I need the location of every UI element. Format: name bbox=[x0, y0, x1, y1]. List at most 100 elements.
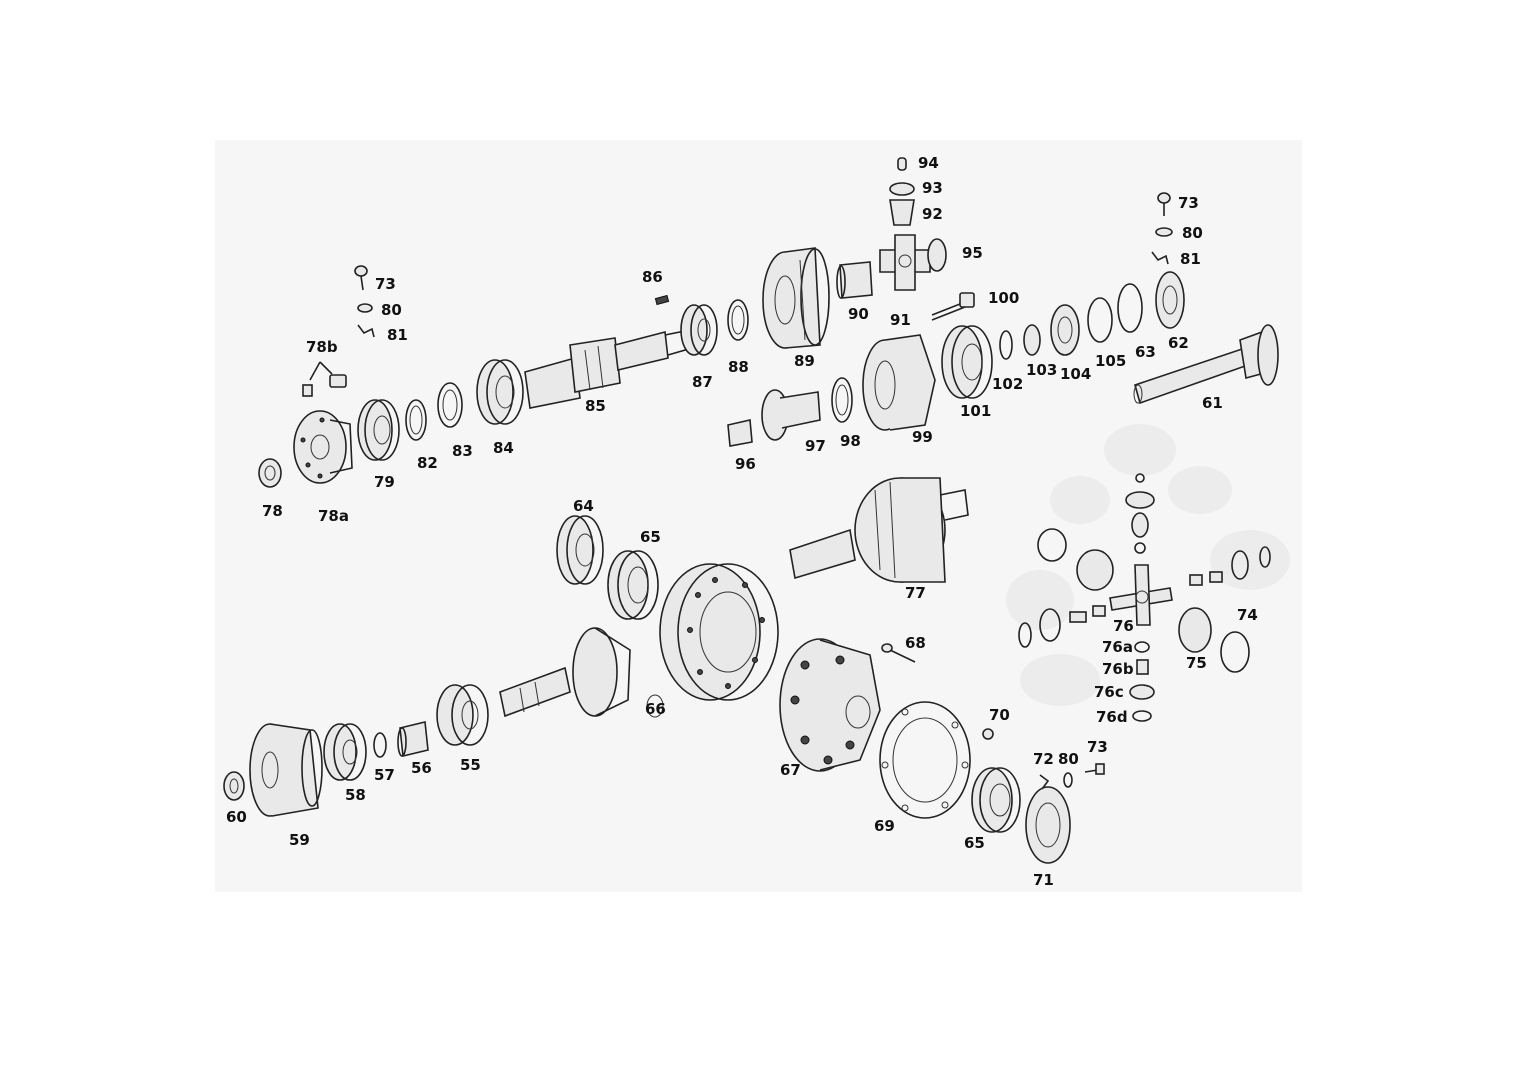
part-72-clip-icon bbox=[1039, 774, 1050, 790]
part-103-nut-icon bbox=[1023, 324, 1041, 356]
label-85: 85 bbox=[585, 397, 606, 415]
part-70-bolt-icon bbox=[982, 728, 994, 740]
part-60-nut-icon bbox=[223, 771, 245, 801]
part-86-pin-icon bbox=[654, 294, 670, 306]
part-57-ring-icon bbox=[373, 732, 387, 758]
spider-group-extra-parts bbox=[1018, 473, 1271, 648]
part-number-labels: 94 93 92 95 73 80 81 73 80 81 78b 86 90 … bbox=[226, 154, 1258, 889]
part-78-nut-icon bbox=[258, 458, 282, 488]
part-94-pin-icon bbox=[897, 157, 907, 171]
part-76a-washer-icon bbox=[1134, 641, 1150, 653]
label-96: 96 bbox=[735, 455, 756, 473]
label-69: 69 bbox=[874, 817, 895, 835]
part-67-diff-case-icon bbox=[779, 638, 881, 772]
part-73-bolt-icon bbox=[354, 265, 368, 291]
part-90-sleeve-icon bbox=[836, 261, 873, 299]
label-78b: 78b bbox=[306, 338, 338, 356]
label-63: 63 bbox=[1135, 343, 1156, 361]
label-57: 57 bbox=[374, 766, 395, 784]
label-55: 55 bbox=[460, 756, 481, 774]
label-89: 89 bbox=[794, 352, 815, 370]
part-88-ring-icon bbox=[727, 299, 749, 341]
part-83-ring-icon bbox=[437, 382, 463, 428]
label-92: 92 bbox=[922, 205, 943, 223]
part-58-bearing-icon bbox=[323, 723, 367, 781]
part-84-bearing-icon bbox=[476, 359, 524, 425]
label-59: 59 bbox=[289, 831, 310, 849]
part-74-ring-icon bbox=[1220, 631, 1250, 673]
label-71: 71 bbox=[1033, 871, 1054, 889]
part-75-gear-icon bbox=[1178, 607, 1212, 653]
part-pinion-shaft-icon bbox=[499, 627, 631, 718]
drawing-sheet bbox=[215, 140, 1302, 892]
part-55-bearing-icon bbox=[436, 684, 489, 746]
part-78b-bolt-icon bbox=[302, 361, 347, 397]
part-105-ring-icon bbox=[1087, 297, 1113, 343]
label-90: 90 bbox=[848, 305, 869, 323]
part-76c-gear-icon bbox=[1129, 684, 1155, 700]
part-76d-washer-icon bbox=[1132, 710, 1152, 722]
part-64-gear-icon bbox=[556, 515, 604, 585]
label-76: 76 bbox=[1113, 617, 1134, 635]
label-60: 60 bbox=[226, 808, 247, 826]
label-79: 79 bbox=[374, 473, 395, 491]
label-104: 104 bbox=[1060, 365, 1091, 383]
label-81-left: 81 bbox=[387, 326, 408, 344]
part-66-crown-wheel-icon bbox=[646, 563, 779, 718]
part-68-bolt-icon bbox=[881, 643, 916, 663]
part-91-spider-icon bbox=[879, 234, 931, 291]
part-71-seal-icon bbox=[1025, 786, 1071, 864]
label-76d: 76d bbox=[1096, 708, 1128, 726]
part-98-ring-icon bbox=[831, 377, 853, 423]
label-99: 99 bbox=[912, 428, 933, 446]
part-99-housing-icon bbox=[862, 334, 936, 431]
label-103: 103 bbox=[1026, 361, 1057, 379]
part-77-differential-icon bbox=[789, 477, 969, 583]
label-102: 102 bbox=[992, 375, 1023, 393]
part-69-plate-icon bbox=[879, 701, 971, 819]
part-101-bearing-icon bbox=[941, 325, 993, 399]
label-80-right: 80 bbox=[1182, 224, 1203, 242]
part-102-ring-icon bbox=[999, 330, 1013, 360]
label-81-right: 81 bbox=[1180, 250, 1201, 268]
part-63-ring-icon bbox=[1117, 283, 1143, 333]
label-84: 84 bbox=[493, 439, 514, 457]
label-68: 68 bbox=[905, 634, 926, 652]
part-92-pinion-icon bbox=[889, 199, 915, 226]
part-76-spider-icon bbox=[1109, 564, 1173, 626]
part-97-hub-icon bbox=[761, 389, 821, 441]
label-73-lower: 73 bbox=[1087, 738, 1108, 756]
label-65-upper: 65 bbox=[640, 528, 661, 546]
label-56: 56 bbox=[411, 759, 432, 777]
part-93-washer-icon bbox=[889, 182, 915, 196]
part-80-washer-lower-icon bbox=[1063, 772, 1073, 788]
part-100-bolt-icon bbox=[931, 292, 975, 321]
part-79-gear-icon bbox=[357, 399, 400, 461]
part-96-sleeve-icon bbox=[727, 419, 753, 447]
part-82-ring-icon bbox=[405, 399, 427, 441]
part-65-bearing-lower-icon bbox=[971, 767, 1021, 833]
part-56-sleeve-icon bbox=[397, 721, 429, 757]
part-65-bearing-icon bbox=[607, 550, 659, 620]
part-85-shaft-icon bbox=[524, 329, 693, 409]
label-80-lower: 80 bbox=[1058, 750, 1079, 768]
label-66: 66 bbox=[645, 700, 666, 718]
part-89-drum-icon bbox=[762, 247, 830, 349]
label-76c: 76c bbox=[1094, 683, 1124, 701]
label-74: 74 bbox=[1237, 606, 1258, 624]
label-65-lower: 65 bbox=[964, 834, 985, 852]
label-100: 100 bbox=[988, 289, 1019, 307]
label-87: 87 bbox=[692, 373, 713, 391]
label-83: 83 bbox=[452, 442, 473, 460]
label-77: 77 bbox=[905, 584, 926, 602]
part-95-gear-icon bbox=[927, 238, 947, 272]
label-76b: 76b bbox=[1102, 660, 1134, 678]
label-75: 75 bbox=[1186, 654, 1207, 672]
label-94: 94 bbox=[918, 154, 939, 172]
part-87-gear-icon bbox=[680, 304, 718, 356]
label-97: 97 bbox=[805, 437, 826, 455]
part-73-bolt-right-icon bbox=[1157, 192, 1171, 216]
part-104-bearing-icon bbox=[1050, 304, 1080, 356]
label-72: 72 bbox=[1033, 750, 1054, 768]
